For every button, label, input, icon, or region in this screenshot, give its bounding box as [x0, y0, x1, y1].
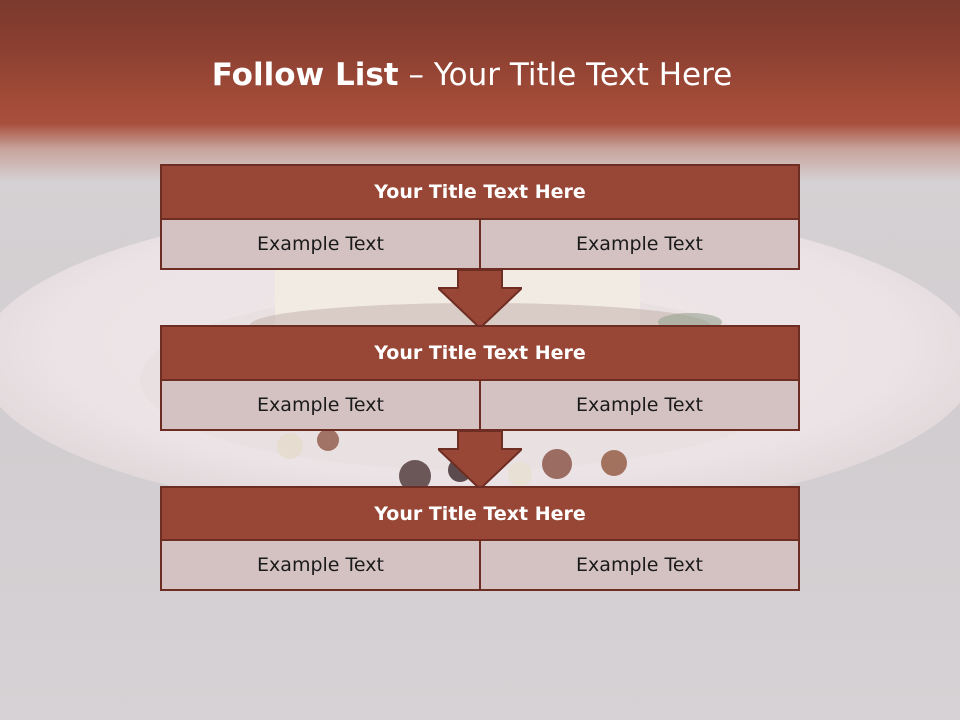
step-title: Your Title Text Here	[160, 486, 800, 541]
step-cell-right: Example Text	[479, 541, 800, 591]
step-block-3: Your Title Text Here Example Text Exampl…	[160, 486, 800, 591]
slide-title-bold: Follow List	[211, 57, 399, 93]
step-cells: Example Text Example Text	[160, 541, 800, 591]
header-band	[0, 0, 960, 182]
slide-title: Follow List – Your Title Text Here	[0, 52, 944, 98]
step-title: Your Title Text Here	[160, 164, 800, 220]
down-arrow-icon	[438, 270, 522, 328]
step-block-1: Your Title Text Here Example Text Exampl…	[160, 164, 800, 270]
step-cells: Example Text Example Text	[160, 381, 800, 431]
step-cell-left: Example Text	[160, 541, 481, 591]
slide-title-rest: – Your Title Text Here	[408, 57, 733, 93]
step-cell-right: Example Text	[479, 220, 800, 270]
step-cell-right: Example Text	[479, 381, 800, 431]
down-arrow-icon	[438, 431, 522, 489]
step-cell-left: Example Text	[160, 220, 481, 270]
step-cell-left: Example Text	[160, 381, 481, 431]
step-block-2: Your Title Text Here Example Text Exampl…	[160, 325, 800, 431]
step-cells: Example Text Example Text	[160, 220, 800, 270]
step-title: Your Title Text Here	[160, 325, 800, 381]
